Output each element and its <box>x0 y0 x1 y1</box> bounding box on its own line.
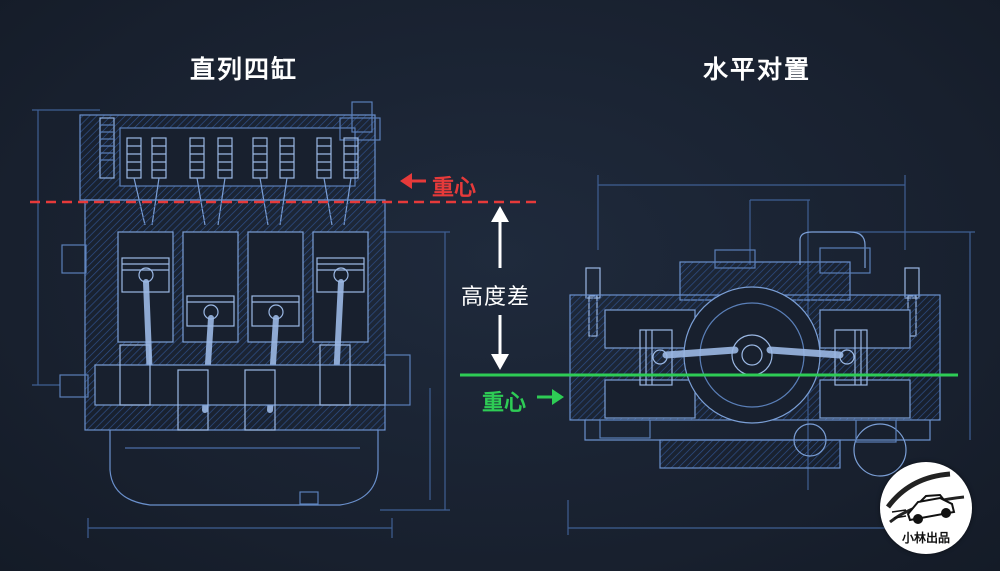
center-of-gravity-low-label: 重心 <box>482 391 527 416</box>
arrow-right-icon <box>537 389 564 405</box>
height-difference-label: 高度差 <box>461 285 531 310</box>
arrow-left-icon <box>400 173 426 189</box>
car-icon <box>885 471 965 524</box>
center-of-gravity-high-label: 重心 <box>432 176 477 201</box>
double-arrow-vertical-icon <box>491 206 509 370</box>
inline-four-engine-drawing <box>32 101 450 538</box>
inline-four-title: 直列四缸 <box>189 55 298 84</box>
flat-opposed-title: 水平对置 <box>702 55 811 84</box>
flat-opposed-engine-drawing <box>567 175 975 535</box>
author-badge: 小林出品 <box>880 462 972 554</box>
badge-label: 小林出品 <box>901 531 950 545</box>
